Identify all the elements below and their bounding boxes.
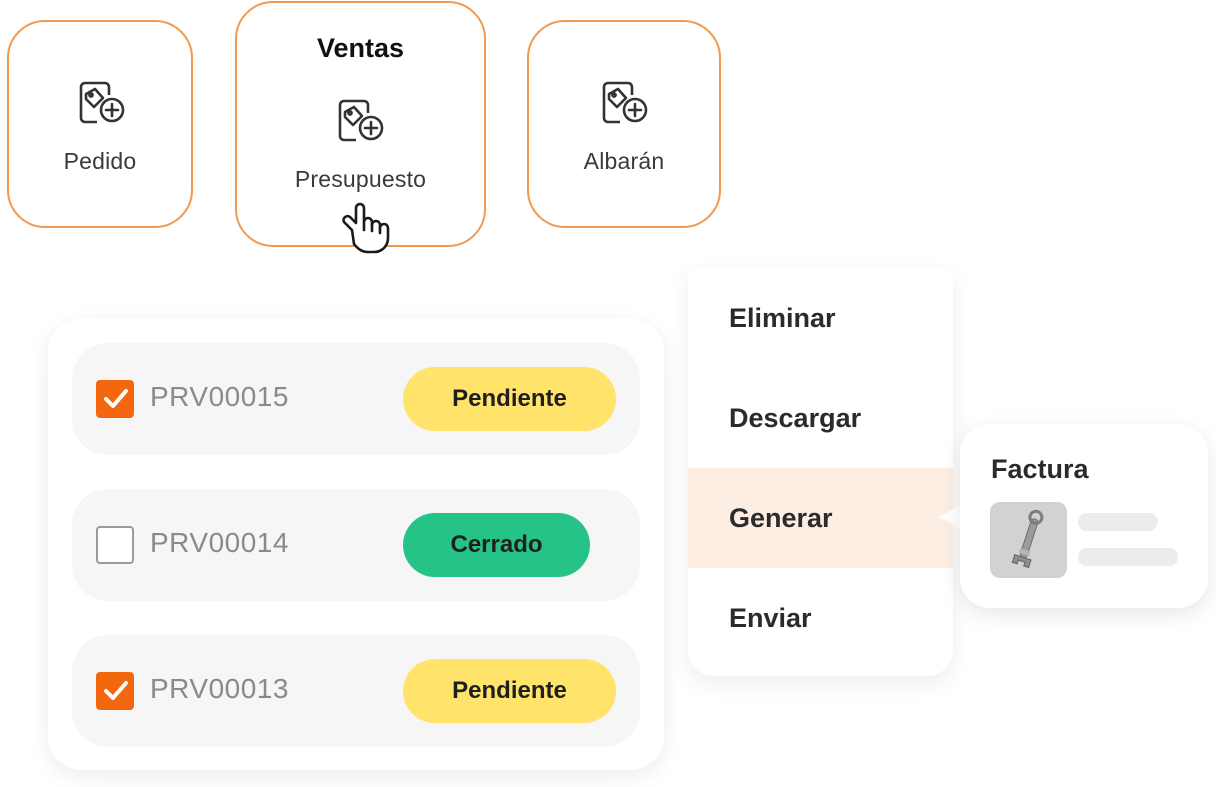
action-menu: Eliminar Descargar Generar Enviar	[688, 268, 953, 676]
menu-item-descargar[interactable]: Descargar	[729, 402, 862, 433]
invoice-preview-card[interactable]: Factura	[960, 424, 1208, 608]
document-code: PRV00013	[150, 673, 289, 704]
card-albaran[interactable]: Albarán	[527, 20, 721, 228]
row-checkbox[interactable]	[96, 526, 134, 564]
status-badge: Cerrado	[403, 513, 590, 577]
menu-item-eliminar[interactable]: Eliminar	[729, 302, 836, 333]
preview-title: Factura	[991, 454, 1089, 484]
tag-document-plus-icon	[77, 78, 127, 133]
status-badge: Pendiente	[403, 367, 616, 431]
row-checkbox[interactable]	[96, 380, 134, 418]
wrench-icon	[990, 502, 1067, 578]
table-row[interactable]: PRV00015 Pendiente	[72, 343, 640, 455]
card-pedido[interactable]: Pedido	[7, 20, 193, 228]
card-label-albaran: Albarán	[583, 148, 665, 174]
checkmark-icon	[104, 389, 128, 408]
menu-item-generar[interactable]: Generar	[688, 468, 953, 568]
row-checkbox[interactable]	[96, 672, 134, 710]
hand-pointer-icon	[338, 200, 394, 259]
preview-thumbnail	[990, 502, 1067, 578]
card-label-pedido: Pedido	[63, 148, 137, 174]
checkmark-icon	[104, 681, 128, 700]
status-badge: Pendiente	[403, 659, 616, 723]
document-code: PRV00015	[150, 381, 289, 412]
skeleton-line	[1078, 513, 1158, 531]
table-row[interactable]: PRV00013 Pendiente	[72, 635, 640, 747]
menu-item-enviar[interactable]: Enviar	[729, 602, 812, 633]
preview-pointer	[938, 506, 960, 528]
tag-document-plus-icon	[600, 78, 650, 133]
table-row[interactable]: PRV00014 Cerrado	[72, 489, 640, 601]
card-label-presupuesto: Presupuesto	[294, 166, 427, 192]
document-list-panel: PRV00015 Pendiente PRV00014 Cerrado PRV0…	[48, 318, 664, 770]
skeleton-line	[1078, 548, 1178, 566]
card-title-ventas: Ventas	[316, 33, 405, 63]
tag-document-plus-icon	[336, 96, 386, 151]
document-code: PRV00014	[150, 527, 289, 558]
